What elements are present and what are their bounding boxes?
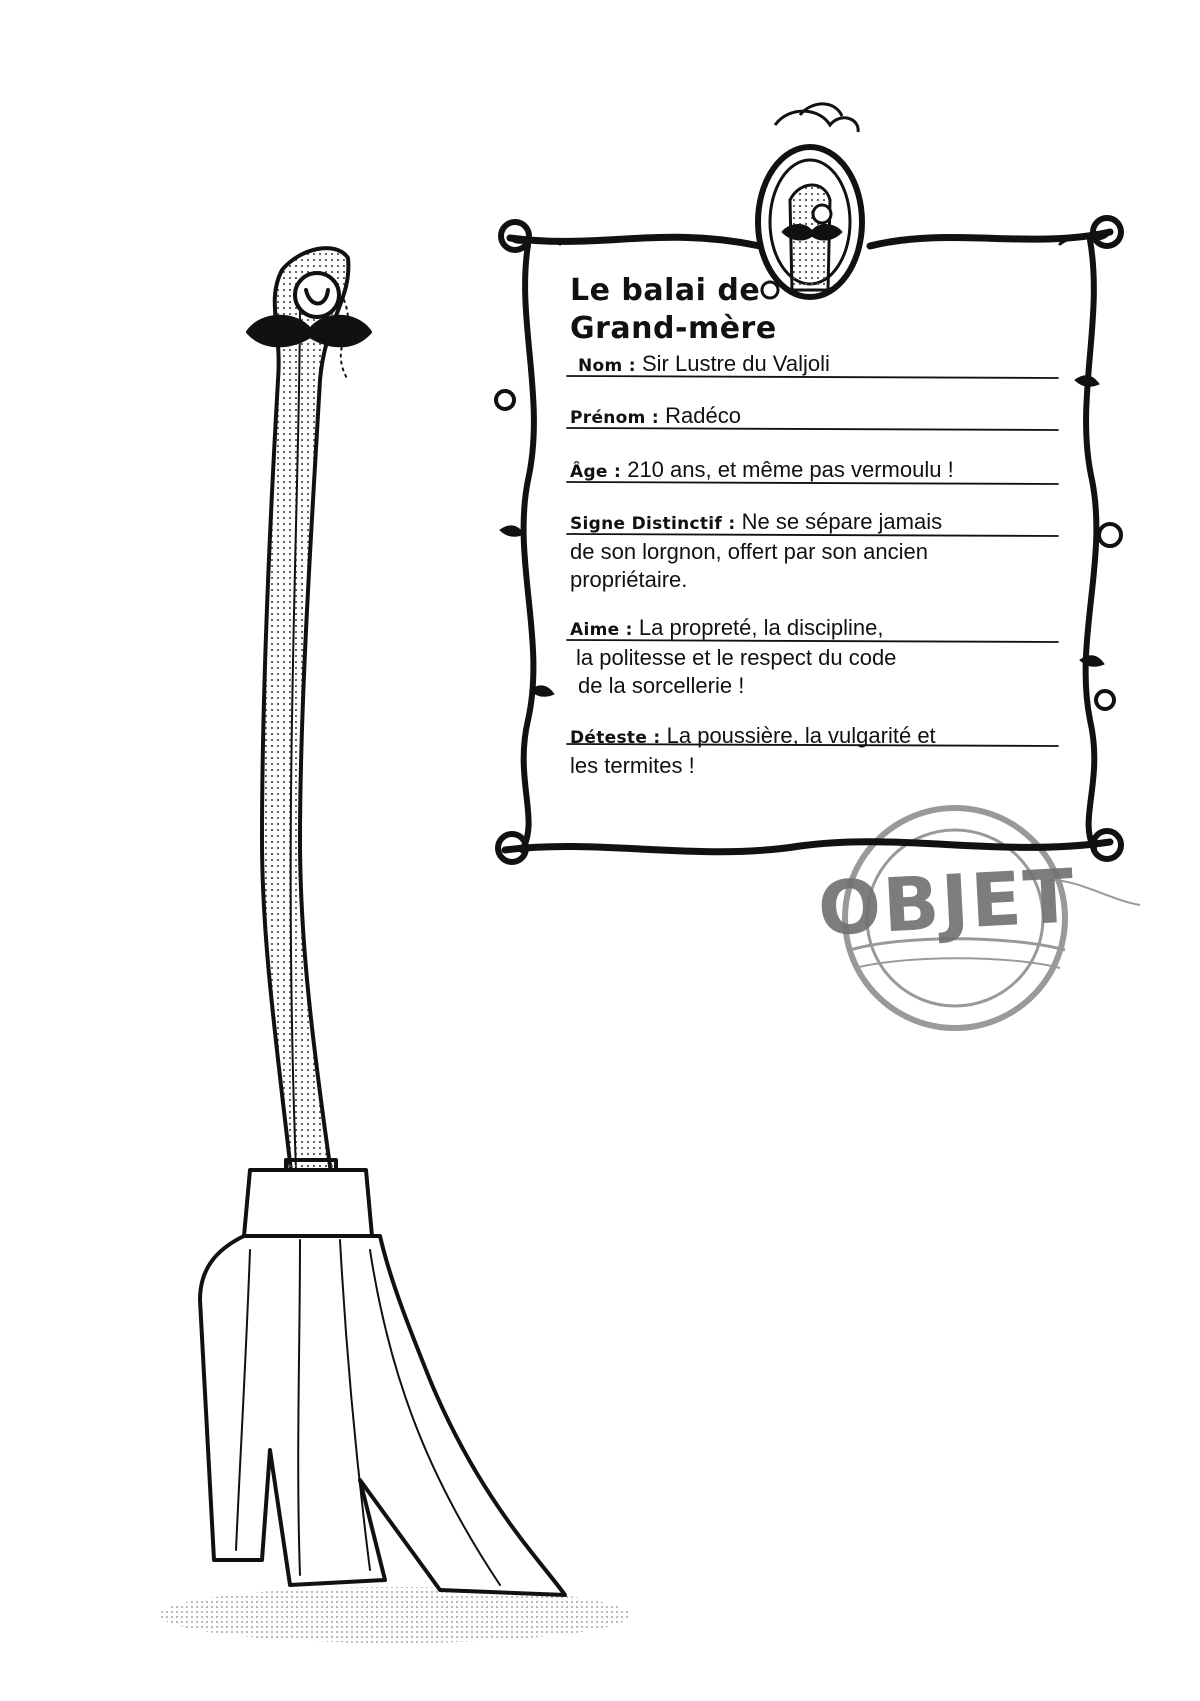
field-prenom: Prénom : Radéco [570, 402, 741, 432]
field-deteste-value-1: La poussière, la vulgarité et [666, 723, 936, 748]
field-deteste-value-2: les termites ! [570, 753, 695, 778]
field-prenom-value: Radéco [665, 403, 741, 428]
field-aime-label: Aime : [570, 620, 633, 640]
field-signe-value-1: Ne se sépare jamais [741, 509, 943, 534]
field-age-value: 210 ans, et même pas vermoulu ! [627, 457, 954, 482]
field-aime-value-1: La propreté, la discipline, [638, 615, 884, 640]
field-nom-value: Sir Lustre du Valjoli [641, 351, 830, 376]
objet-stamp [842, 805, 1141, 1031]
field-aime: Aime : La propreté, la discipline, la po… [570, 614, 896, 700]
field-signe-value-3: propriétaire. [570, 567, 688, 592]
card-title-line-2: Grand-mère [570, 311, 777, 346]
field-deteste-label: Déteste : [570, 728, 661, 748]
monocle-icon [293, 271, 341, 319]
field-aime-value-3: de la sorcellerie ! [578, 673, 745, 698]
card-title: Le balai de Grand-mère [570, 272, 777, 348]
field-nom-label: Nom : [578, 356, 636, 376]
field-aime-value-2: la politesse et le respect du code [576, 645, 897, 670]
field-signe-value-2: de son lorgnon, offert par son ancien [570, 539, 928, 564]
field-signe-distinctif: Signe Distinctif : Ne se sépare jamais d… [570, 508, 942, 594]
stamp-word: OBJET [815, 853, 1078, 953]
field-deteste: Déteste : La poussière, la vulgarité et … [570, 722, 936, 780]
broom [198, 246, 567, 1597]
card-title-line-1: Le balai de [570, 273, 761, 308]
mustache-icon [246, 314, 372, 348]
portrait-medallion [755, 102, 865, 300]
floor-shadow [160, 1587, 630, 1643]
broom-bristles [198, 1234, 567, 1597]
field-signe-label: Signe Distinctif : [570, 514, 736, 534]
broom-handle [260, 246, 351, 1182]
field-age-label: Âge : [570, 462, 622, 482]
vine-frame [494, 215, 1124, 865]
broom-cap [242, 1168, 374, 1238]
field-nom: Nom : Sir Lustre du Valjoli [578, 350, 830, 380]
field-prenom-label: Prénom : [570, 408, 659, 428]
field-age: Âge : 210 ans, et même pas vermoulu ! [570, 456, 954, 486]
